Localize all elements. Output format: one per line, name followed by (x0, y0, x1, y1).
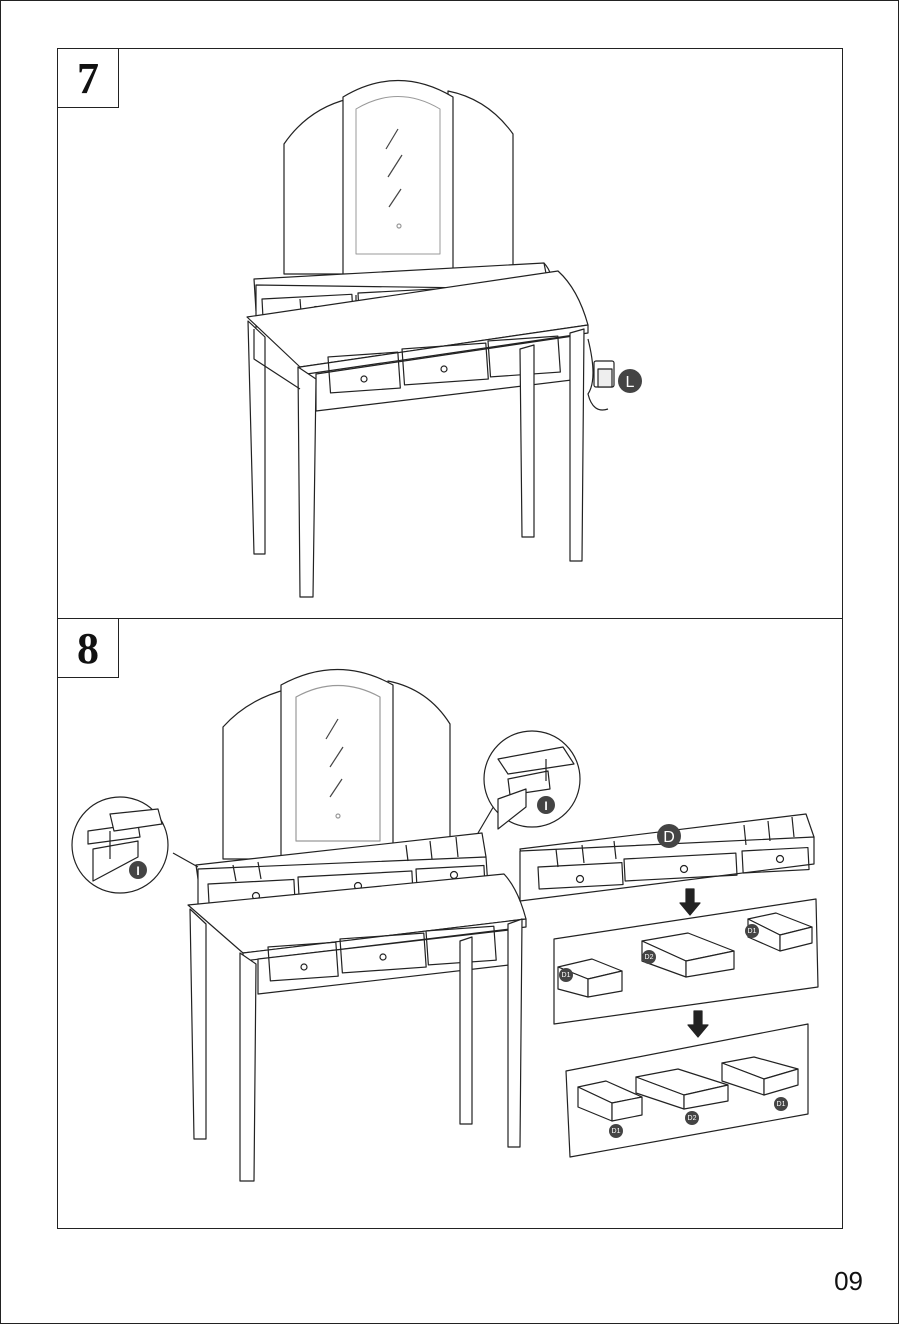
step-7-illustration: L (58, 49, 842, 618)
svg-text:D2: D2 (645, 954, 654, 961)
step-8-illustration: I I D D1 D2 D1 D1 D2 D1 (58, 619, 842, 1228)
svg-text:D1: D1 (612, 1128, 621, 1135)
callout-D: D (657, 824, 681, 848)
svg-text:I: I (544, 799, 547, 813)
mirror-center-panel (343, 81, 453, 275)
drawer-label-d1-b: D1 (745, 924, 759, 938)
drawer-label-d1-d: D1 (774, 1097, 788, 1111)
svg-text:D1: D1 (562, 972, 571, 979)
svg-text:D2: D2 (688, 1115, 697, 1122)
drawer-label-d2-a: D2 (642, 950, 656, 964)
callout-I-left: I (129, 861, 147, 879)
drawer-label-d1-a: D1 (559, 968, 573, 982)
step-7-panel: 7 (57, 48, 843, 619)
svg-text:D1: D1 (777, 1101, 786, 1108)
page-number: 09 (834, 1266, 863, 1297)
svg-text:I: I (136, 864, 139, 878)
drawer-label-d2-b: D2 (685, 1111, 699, 1125)
callout-L-badge: L (618, 369, 642, 393)
mirror-right-panel (448, 91, 513, 274)
mirror-left-panel (284, 99, 348, 274)
svg-text:D: D (663, 829, 675, 846)
svg-text:D1: D1 (748, 928, 757, 935)
callout-L-label: L (626, 374, 635, 391)
callout-I-right: I (537, 796, 555, 814)
step-8-panel: 8 (57, 618, 843, 1229)
drawer-label-d1-c: D1 (609, 1124, 623, 1138)
